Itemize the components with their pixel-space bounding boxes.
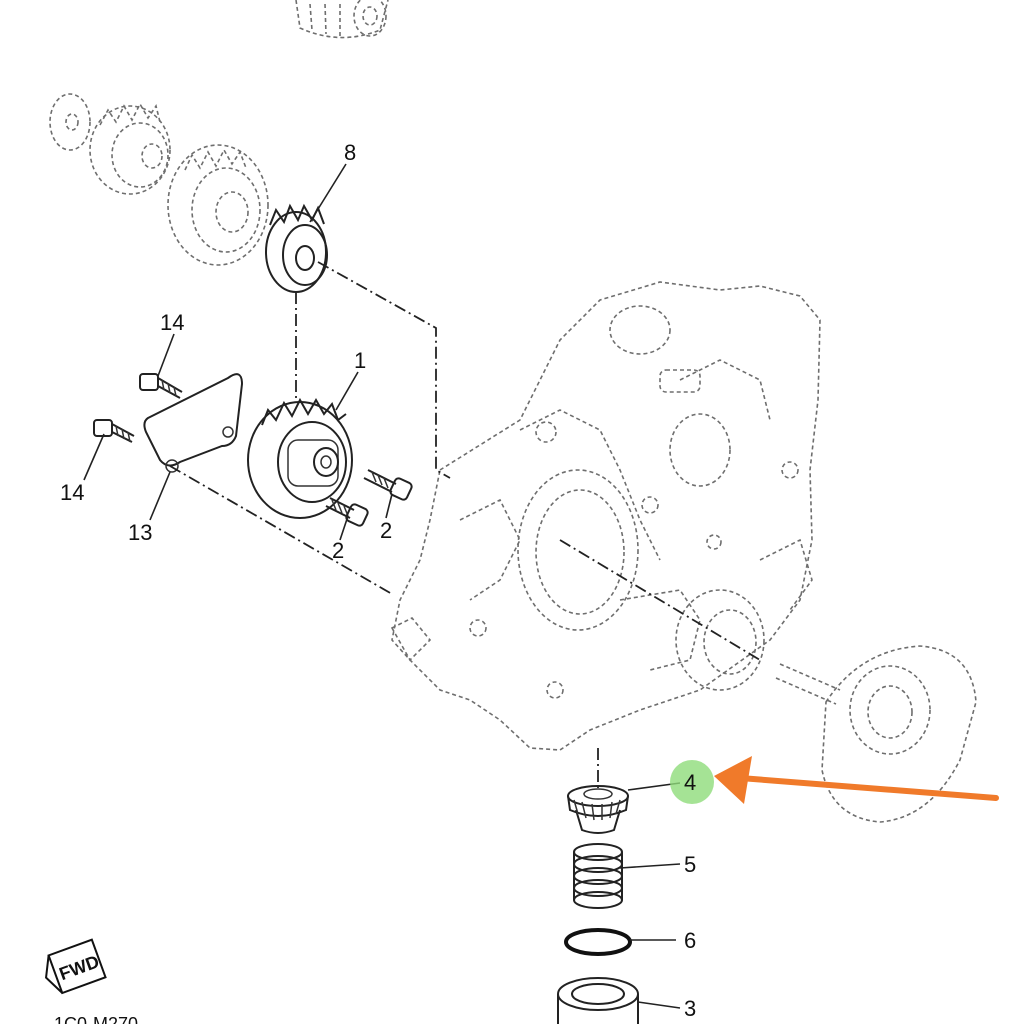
leader-lines (83, 163, 681, 1009)
gear-part-8 (265, 203, 328, 293)
callout-8: 8 (344, 140, 356, 165)
callout-5: 5 (684, 852, 696, 877)
oil-pump-assembly-part-1 (247, 397, 353, 519)
callout-2-left: 2 (332, 538, 344, 563)
oil-filter-element-top (295, 0, 389, 39)
spring-part-5 (573, 843, 623, 909)
oil-strainer-part-4 (567, 785, 629, 834)
fwd-direction-marker: FWD (44, 938, 107, 995)
highlight-marker (670, 760, 714, 804)
callout-2-right: 2 (380, 518, 392, 543)
callout-13: 13 (128, 520, 152, 545)
crankcase-housing (390, 281, 821, 751)
o-ring-part-6 (564, 928, 632, 956)
bolt-part-2-b (363, 469, 413, 501)
callout-14-lower: 14 (60, 480, 84, 505)
diagram-code: 1C0-M270 (54, 1014, 138, 1024)
drain-plug-part-3 (557, 977, 639, 1024)
gear-upper-left (89, 102, 171, 195)
side-cover-right (775, 645, 977, 823)
assembly-centerlines (169, 261, 761, 790)
bolt-part-2-a (325, 497, 369, 527)
orange-arrow (714, 756, 999, 804)
callout-6: 6 (684, 928, 696, 953)
bolt-part-14-a (139, 373, 183, 399)
bracket-plate-part-13 (143, 373, 244, 473)
callout-3: 3 (684, 996, 696, 1021)
callout-4: 4 (684, 770, 696, 795)
callout-1: 1 (354, 348, 366, 373)
callout-14-upper: 14 (160, 310, 184, 335)
washer-partial (49, 93, 91, 151)
gear-center-left (167, 144, 269, 266)
bolt-part-14-b (93, 419, 135, 443)
